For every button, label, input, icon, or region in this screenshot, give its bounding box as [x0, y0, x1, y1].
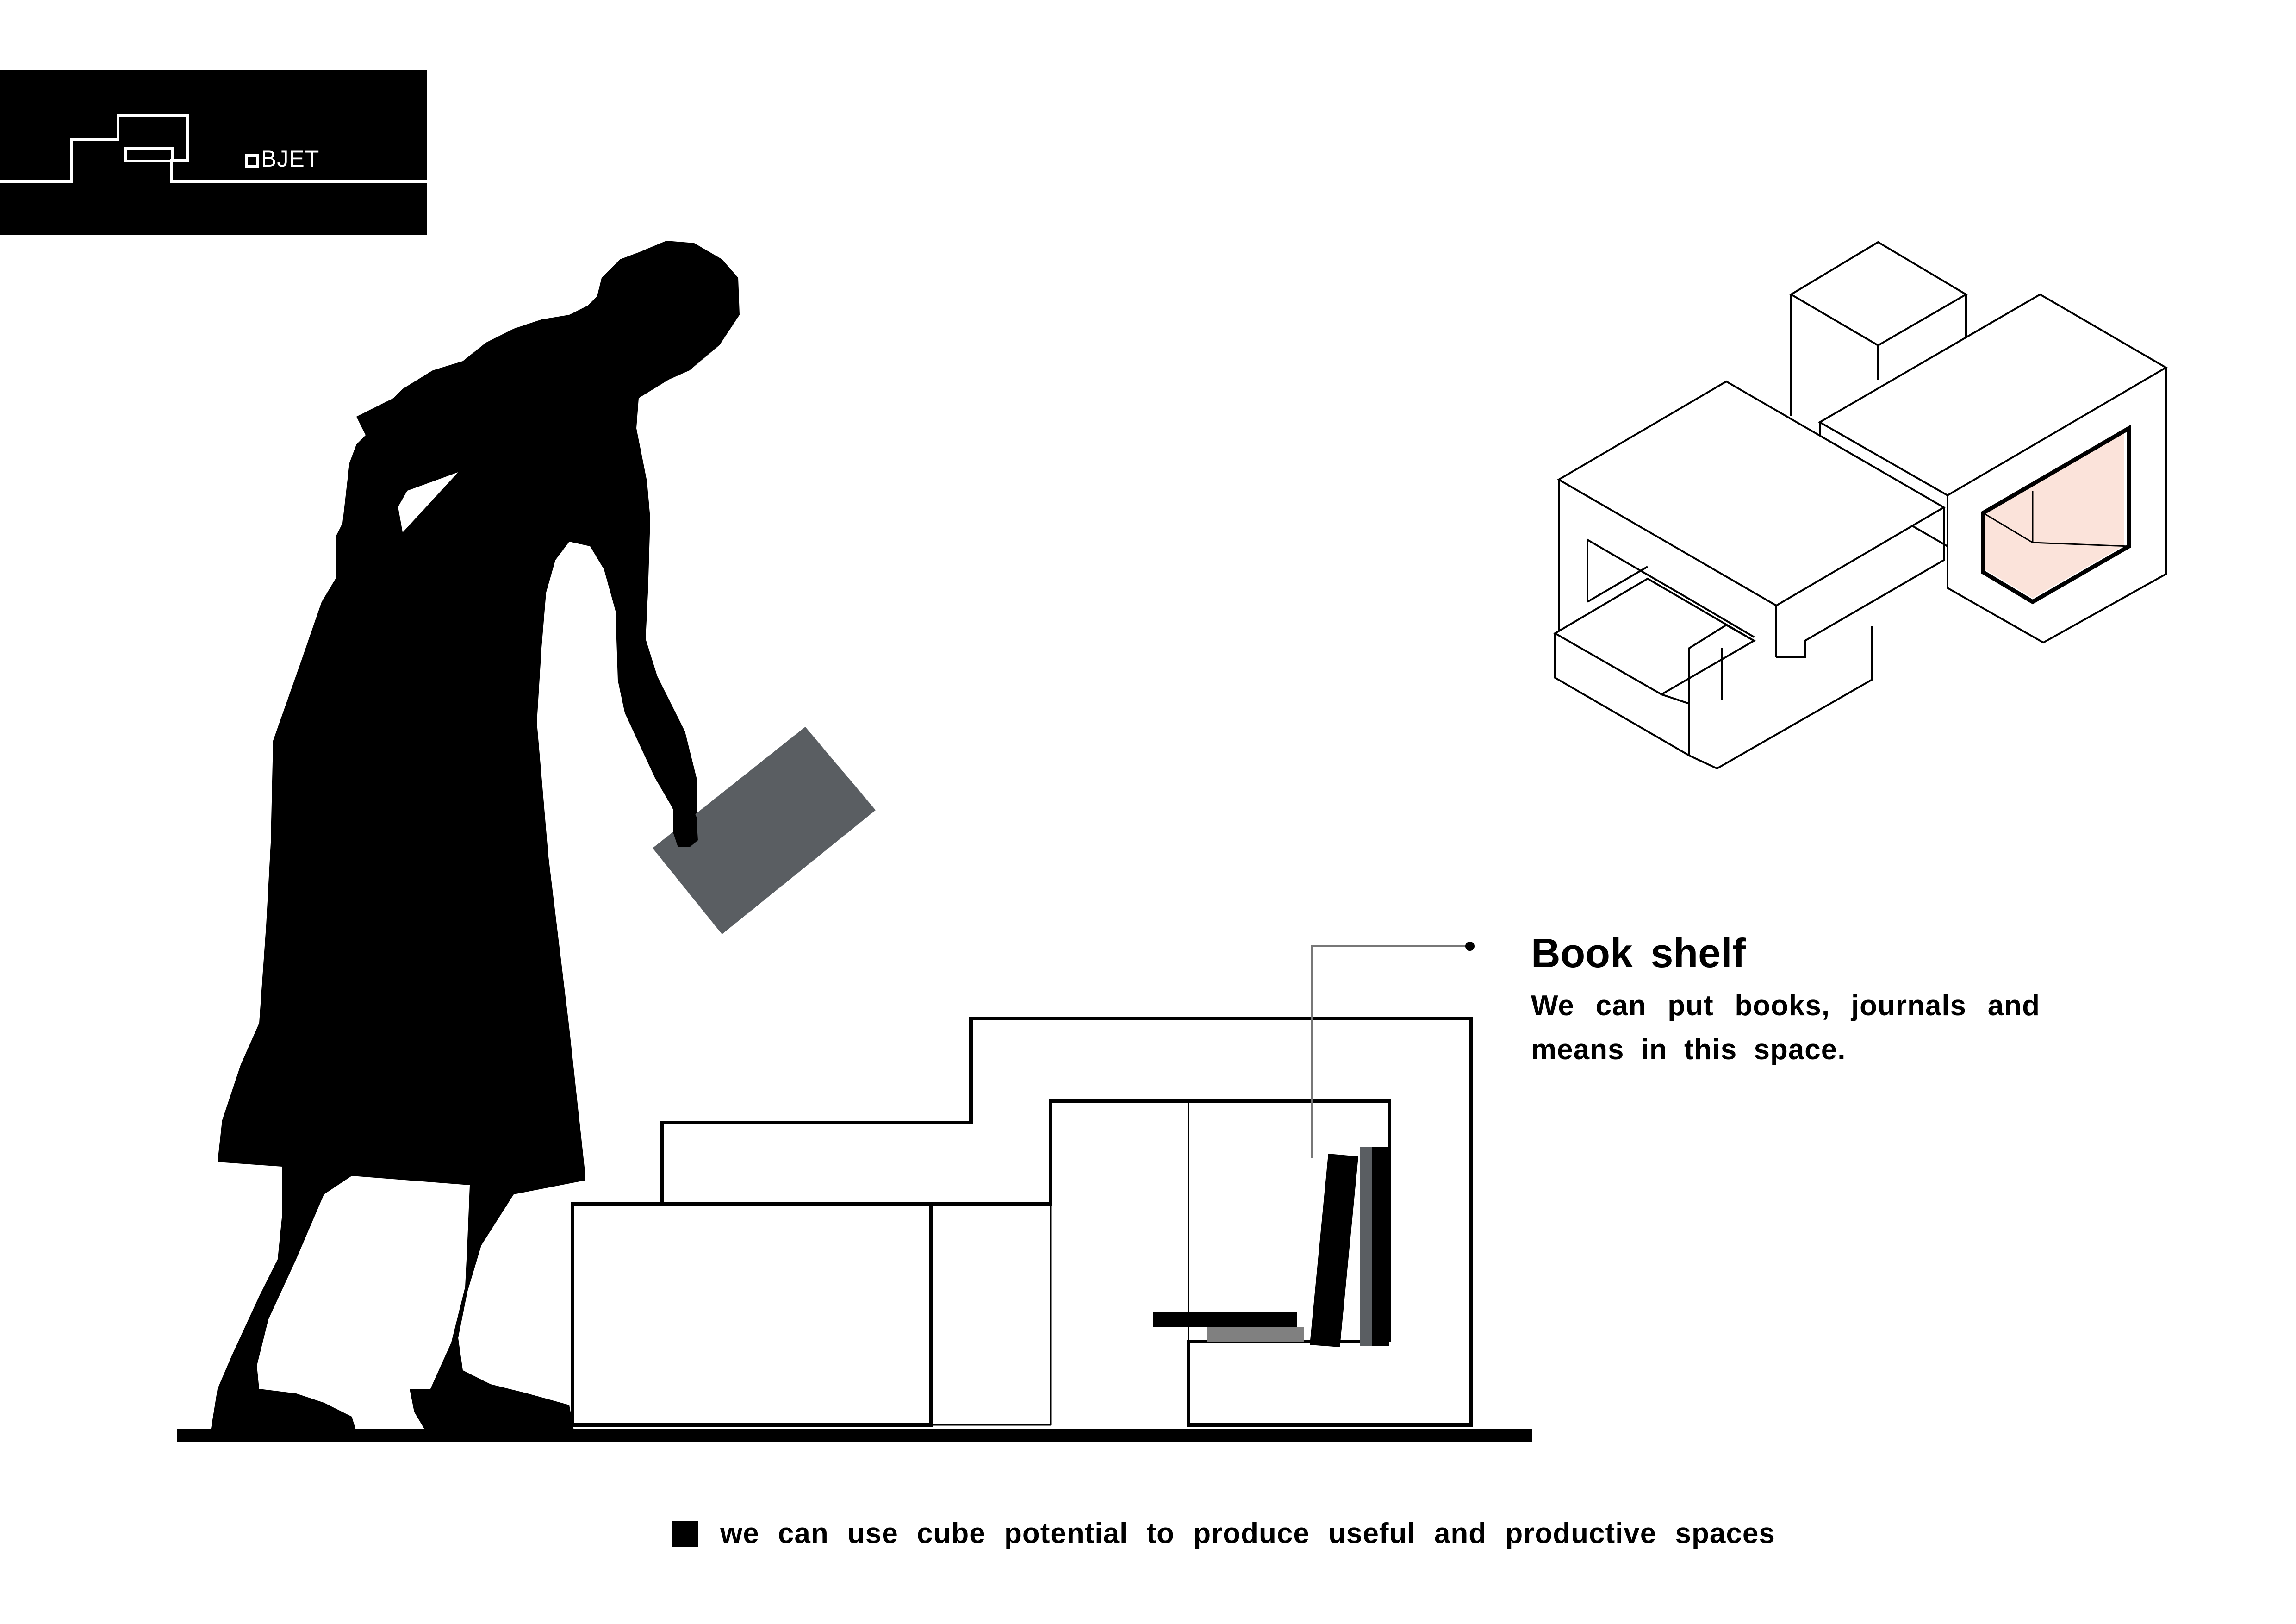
ground-line	[177, 1429, 1532, 1442]
logo-wordmark: BJET	[245, 147, 319, 170]
book-flat-gray	[1207, 1327, 1304, 1342]
shelf-books	[1153, 1147, 1389, 1347]
callout-dot	[1465, 942, 1475, 951]
upper-step-outline	[662, 1099, 1391, 1342]
caption-text: we can use cube potential to produce use…	[720, 1518, 1775, 1549]
book-leaning	[1310, 1154, 1358, 1347]
book-upright-gray	[1360, 1147, 1372, 1346]
lower-box-outline	[571, 1202, 933, 1427]
callout-title: Book shelf	[1531, 930, 1746, 976]
callout-description: We can put books, journals and means in …	[1531, 990, 2040, 1066]
hand	[673, 801, 698, 847]
caption-bullet-square	[672, 1521, 698, 1547]
bookshelf-opening-highlight	[1983, 431, 2124, 598]
person-silhouette	[211, 241, 740, 1431]
isometric-view	[1553, 241, 2168, 770]
logo-o-square	[245, 154, 259, 168]
logo-block	[0, 70, 427, 235]
bookshelf-opening-outline	[1981, 425, 2131, 605]
book-upright-black	[1372, 1147, 1389, 1346]
book-flat-black	[1153, 1312, 1297, 1327]
held-book	[653, 727, 876, 934]
furniture-thin-lines	[931, 1101, 1189, 1426]
logo-text: BJET	[261, 146, 320, 172]
furniture-outline	[660, 1017, 1473, 1427]
objet-logo-icon	[0, 114, 427, 183]
callout-leader	[1311, 942, 1475, 1158]
